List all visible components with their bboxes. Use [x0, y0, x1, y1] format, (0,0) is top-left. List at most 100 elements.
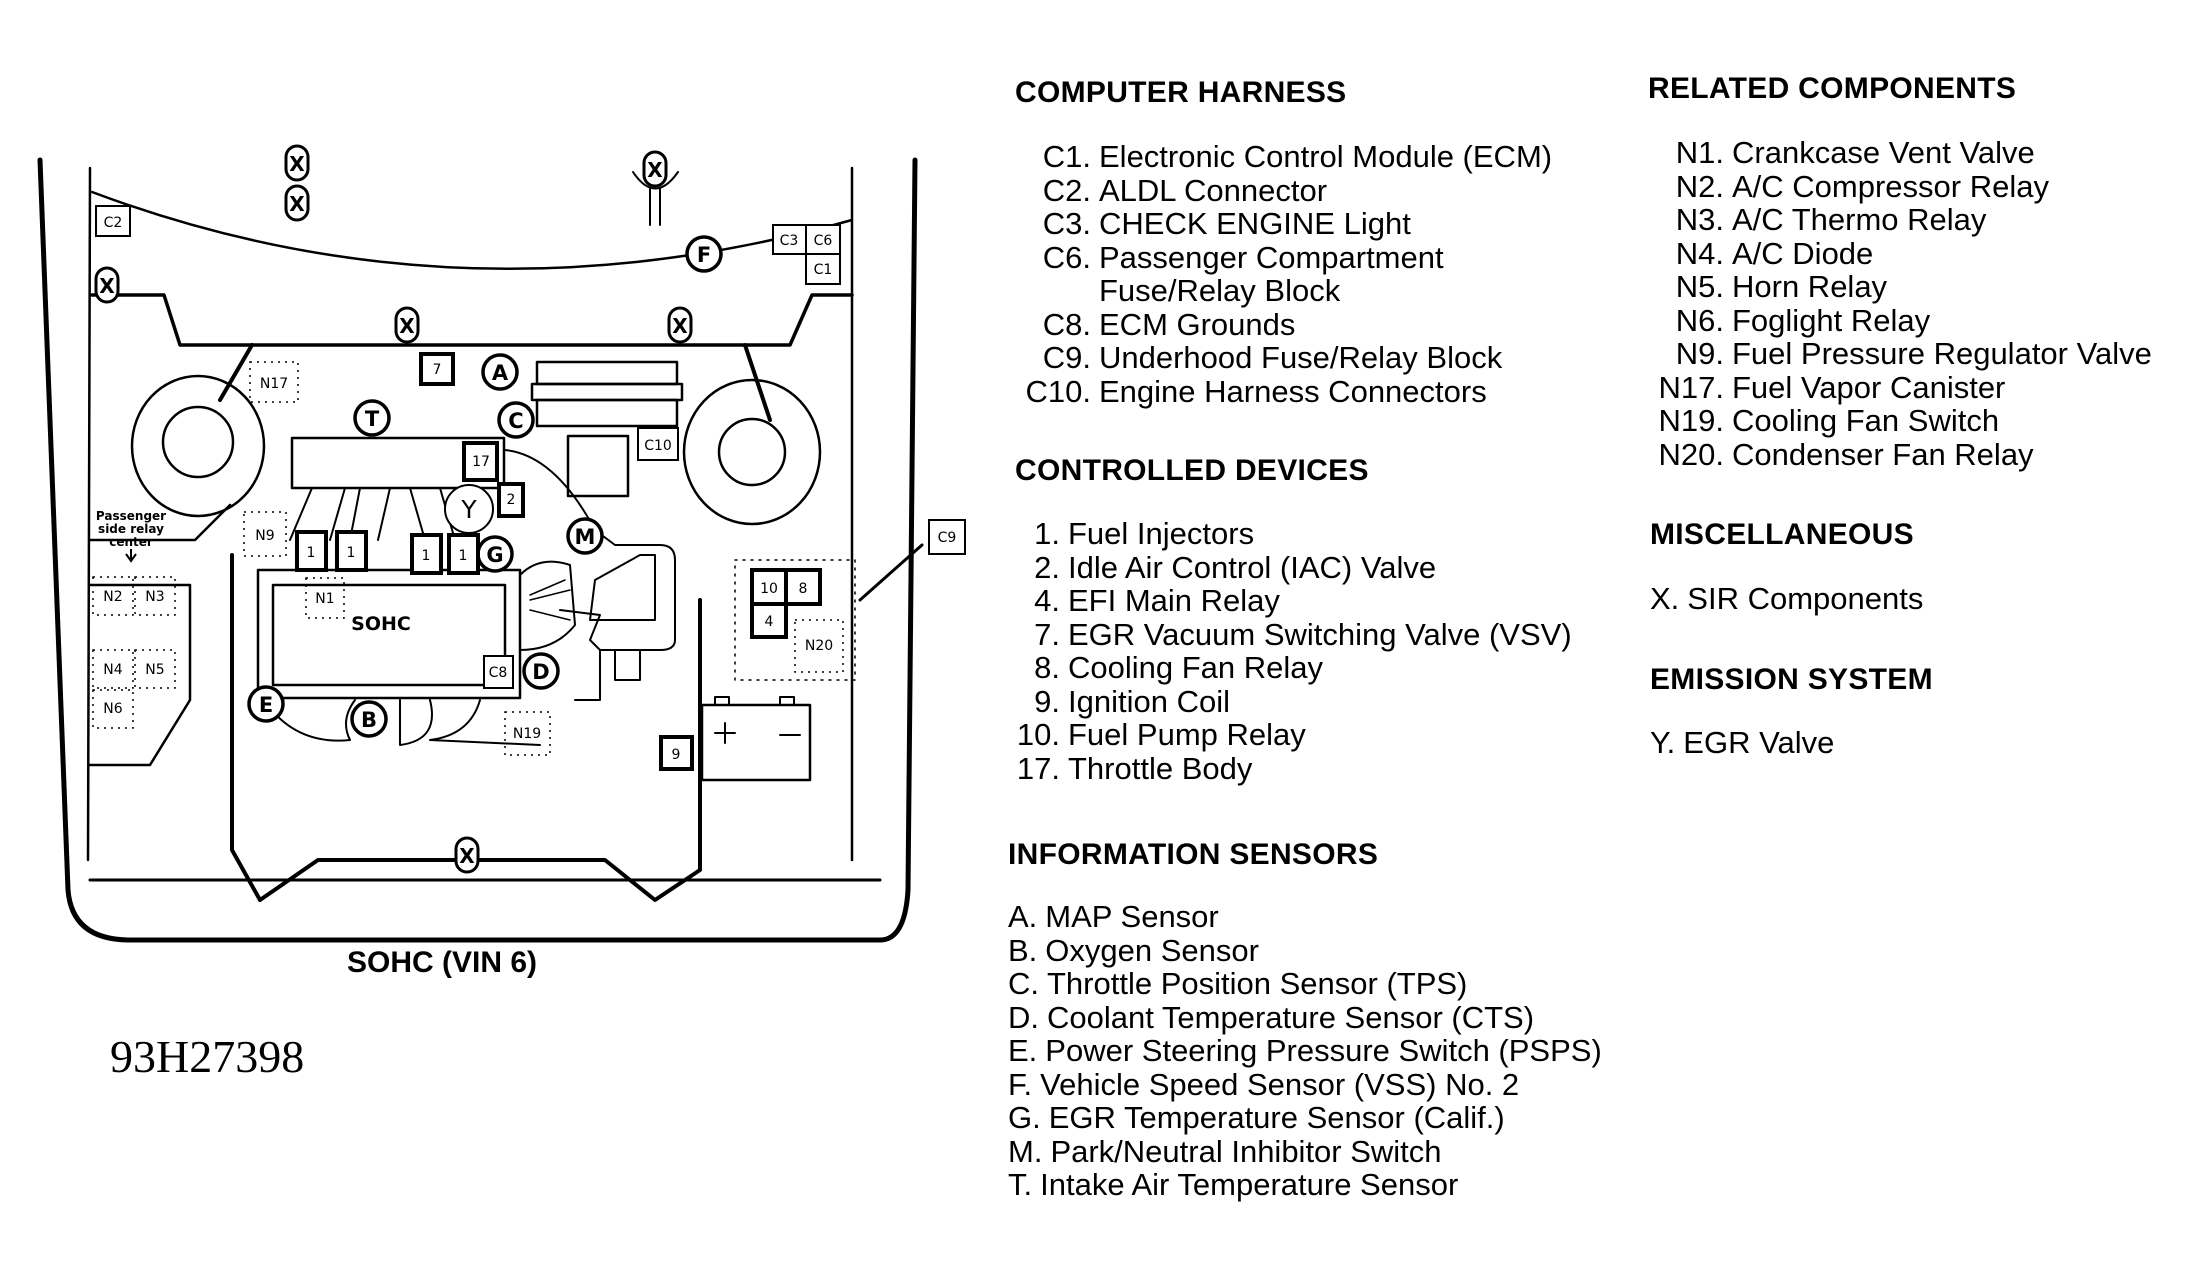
item-code: N2.	[1675, 168, 1724, 204]
item-code	[1015, 274, 1091, 308]
item-code: C8.	[1042, 306, 1091, 342]
sensor-G: G	[476, 535, 514, 573]
battery	[700, 703, 812, 782]
list-item: D.Coolant Temperature Sensor (CTS)	[1008, 1000, 1602, 1035]
miscellaneous-list: X.SIR Components	[1650, 582, 1923, 616]
emission-system-list: Y.EGR Valve	[1650, 726, 1834, 760]
item-code: N5.	[1675, 269, 1724, 304]
left-strut-center	[161, 405, 235, 479]
figure-caption: SOHC (VIN 6)	[347, 946, 538, 979]
section-title-miscellaneous: MISCELLANEOUS	[1650, 518, 1914, 551]
sensor-T: T	[353, 399, 391, 437]
sir-marker: X	[94, 266, 120, 304]
relay-center-panel	[88, 583, 192, 767]
item-text: CHECK ENGINE Light	[1099, 206, 1411, 241]
svg-text:N17: N17	[260, 376, 288, 392]
svg-text:X: X	[647, 158, 663, 182]
list-item: 10.Fuel Pump Relay	[1015, 718, 1572, 752]
list-item: N3.A/C Thermo Relay	[1648, 203, 2152, 237]
item-code: C2.	[1042, 172, 1091, 208]
item-text: Fuel Injectors	[1068, 516, 1255, 551]
svg-text:N3: N3	[145, 589, 164, 605]
sir-marker: X	[284, 144, 310, 182]
list-item: N9.Fuel Pressure Regulator Valve	[1648, 337, 2152, 371]
svg-text:1: 1	[459, 548, 468, 564]
list-item: Y.EGR Valve	[1650, 726, 1834, 760]
item-text: Vehicle Speed Sensor (VSS) No. 2	[1040, 1066, 1520, 1102]
related-component-boxes: N17 N9 N1 N2 N3 N4 N5 N6 N19 N20	[92, 361, 844, 756]
svg-text:side relay: side relay	[98, 522, 164, 536]
item-text: A/C Diode	[1732, 235, 1874, 271]
related-components-list: N1.Crankcase Vent Valve N2.A/C Compresso…	[1648, 136, 2152, 471]
svg-text:T: T	[365, 407, 380, 431]
figure-number: 93H27398	[110, 1031, 305, 1082]
item-text: SIR Components	[1687, 581, 1924, 616]
list-item: 2.Idle Air Control (IAC) Valve	[1015, 549, 1572, 585]
sir-marker: X	[284, 184, 310, 222]
svg-text:N2: N2	[103, 589, 122, 605]
box-4: 4	[750, 602, 788, 639]
item-text: Passenger Compartment	[1099, 239, 1444, 275]
item-text: Fuel Vapor Canister	[1732, 369, 2006, 405]
sensor-E: E	[247, 685, 285, 723]
list-item: X.SIR Components	[1650, 582, 1923, 616]
item-code: 1.	[1034, 516, 1060, 551]
item-text: Condenser Fan Relay	[1732, 436, 2034, 472]
list-item: M.Park/Neutral Inhibitor Switch	[1008, 1133, 1602, 1169]
svg-text:X: X	[99, 274, 115, 298]
list-item: C3.CHECK ENGINE Light	[1015, 207, 1552, 241]
box-N2: N2	[92, 576, 134, 616]
item-text: Power Steering Pressure Switch (PSPS)	[1045, 1033, 1602, 1068]
sensor-circles: A B C D E F G M T Y	[247, 235, 723, 738]
section-title-information-sensors: INFORMATION SENSORS	[1008, 838, 1379, 871]
item-text: Ignition Coil	[1068, 683, 1230, 719]
svg-text:G: G	[486, 543, 503, 567]
list-item: C10.Engine Harness Connectors	[1015, 374, 1552, 409]
left-strut-tower	[130, 374, 266, 518]
item-code: N19.	[1658, 403, 1724, 438]
item-code: 2.	[1034, 549, 1060, 585]
box-C6: C6	[805, 224, 841, 255]
box-C3: C3	[772, 224, 807, 255]
list-item: N17.Fuel Vapor Canister	[1648, 369, 2152, 405]
item-code: N6.	[1675, 302, 1724, 338]
sensor-D: D	[522, 652, 560, 690]
list-item: B.Oxygen Sensor	[1008, 933, 1602, 968]
svg-text:C1: C1	[814, 262, 833, 278]
list-item: N5.Horn Relay	[1648, 270, 2152, 304]
right-strut-tower	[682, 378, 822, 526]
item-code: A.	[1008, 899, 1038, 934]
list-item: N1.Crankcase Vent Valve	[1648, 136, 2152, 170]
list-item: G.EGR Temperature Sensor (Calif.)	[1008, 1101, 1602, 1135]
box-1c: 1	[410, 533, 443, 575]
box-C2: C2	[95, 205, 131, 237]
item-text: Fuel Pressure Regulator Valve	[1732, 336, 2152, 371]
sensor-A: A	[481, 353, 519, 391]
item-text: Throttle Body	[1068, 750, 1253, 786]
item-text: Intake Air Temperature Sensor	[1040, 1167, 1459, 1202]
list-item: 8.Cooling Fan Relay	[1015, 651, 1572, 685]
list-item: 7.EGR Vacuum Switching Valve (VSV)	[1015, 617, 1572, 652]
item-code: N1.	[1675, 135, 1724, 170]
item-code: 4.	[1034, 583, 1060, 618]
list-item: N19.Cooling Fan Switch	[1648, 404, 2152, 438]
svg-text:1: 1	[422, 548, 431, 564]
list-item: C9.Underhood Fuse/Relay Block	[1015, 341, 1552, 375]
item-text: Crankcase Vent Valve	[1732, 135, 2035, 170]
svg-text:C: C	[508, 409, 523, 433]
box-8: 8	[784, 568, 822, 606]
svg-text:N4: N4	[103, 662, 122, 678]
svg-text:7: 7	[433, 362, 442, 378]
svg-text:X: X	[672, 314, 688, 338]
box-N9: N9	[243, 511, 287, 557]
item-code: G.	[1008, 1100, 1041, 1135]
svg-text:N9: N9	[255, 528, 274, 544]
item-text: Cooling Fan Relay	[1068, 650, 1324, 685]
box-9: 9	[659, 735, 694, 771]
exhaust-manifold	[269, 699, 541, 746]
box-C9: C9	[928, 519, 966, 555]
item-text: Park/Neutral Inhibitor Switch	[1050, 1133, 1442, 1169]
sir-markers: X X X X X X X	[94, 144, 693, 874]
item-code: C6.	[1042, 239, 1091, 275]
item-code: N20.	[1658, 436, 1724, 472]
